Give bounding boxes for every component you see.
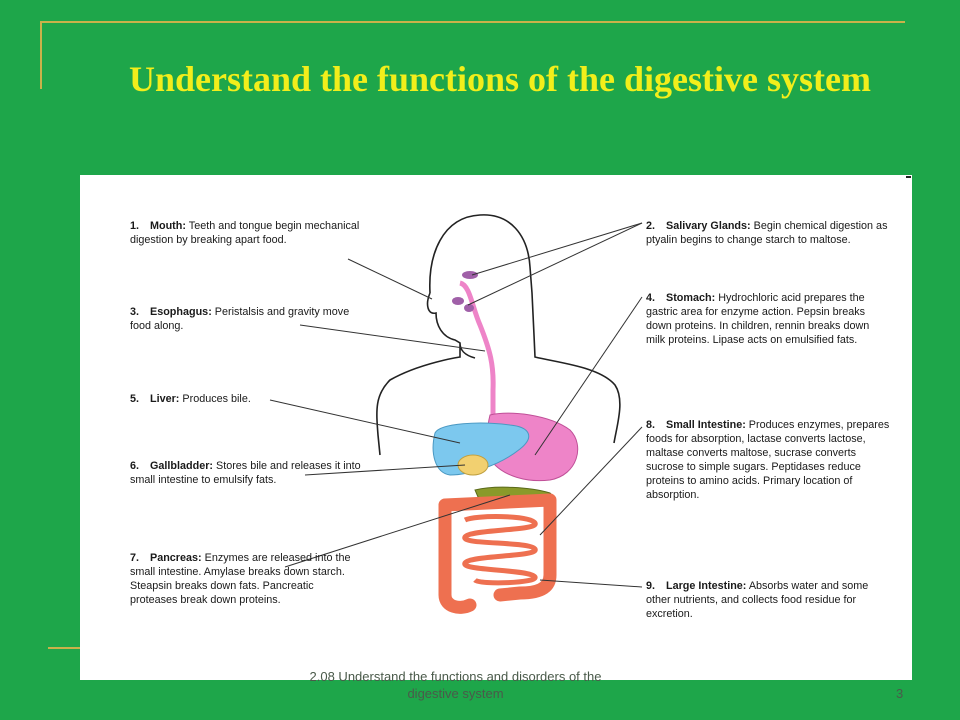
label-salivary-glands: 2.Salivary Glands: Begin chemical digest… bbox=[646, 220, 888, 247]
label-stomach: 4.Stomach: Hydrochloric acid prepares th… bbox=[646, 292, 870, 347]
liver bbox=[432, 422, 530, 476]
salivary-gland-3 bbox=[464, 304, 474, 312]
digestive-diagram: 1.Mouth: Teeth and tongue begin mechanic… bbox=[80, 175, 912, 680]
salivary-gland-1 bbox=[462, 271, 478, 279]
label-esophagus: 3.Esophagus: Peristalsis and gravity mov… bbox=[130, 306, 350, 333]
small-intestine bbox=[462, 514, 538, 586]
digestive-illustration bbox=[269, 176, 911, 614]
label-large-intestine: 9.Large Intestine: Absorbs water and som… bbox=[646, 580, 869, 621]
label-small-intestine: 8.Small Intestine: Produces enzymes, pre… bbox=[646, 419, 890, 502]
corner-mark bbox=[906, 176, 911, 178]
salivary-gland-2 bbox=[452, 297, 464, 305]
body-outline bbox=[376, 214, 621, 456]
decorative-bottom-rule bbox=[48, 647, 82, 649]
label-pointers bbox=[269, 222, 643, 588]
page-number: 3 bbox=[896, 686, 904, 701]
label-pancreas: 7.Pancreas: Enzymes are released into th… bbox=[130, 552, 351, 607]
decorative-left-rule bbox=[40, 21, 42, 89]
label-gallbladder: 6.Gallbladder: Stores bile and releases … bbox=[130, 460, 361, 487]
label-liver: 5.Liver: Produces bile. bbox=[130, 393, 251, 405]
esophagus bbox=[458, 280, 496, 433]
large-intestine bbox=[438, 493, 557, 614]
slide-footer: 2.08 Understand the functions and disord… bbox=[309, 669, 602, 701]
label-mouth: 1.Mouth: Teeth and tongue begin mechanic… bbox=[130, 220, 360, 247]
slide-title: Understand the functions of the digestiv… bbox=[129, 59, 871, 99]
decorative-top-rule bbox=[40, 21, 905, 23]
